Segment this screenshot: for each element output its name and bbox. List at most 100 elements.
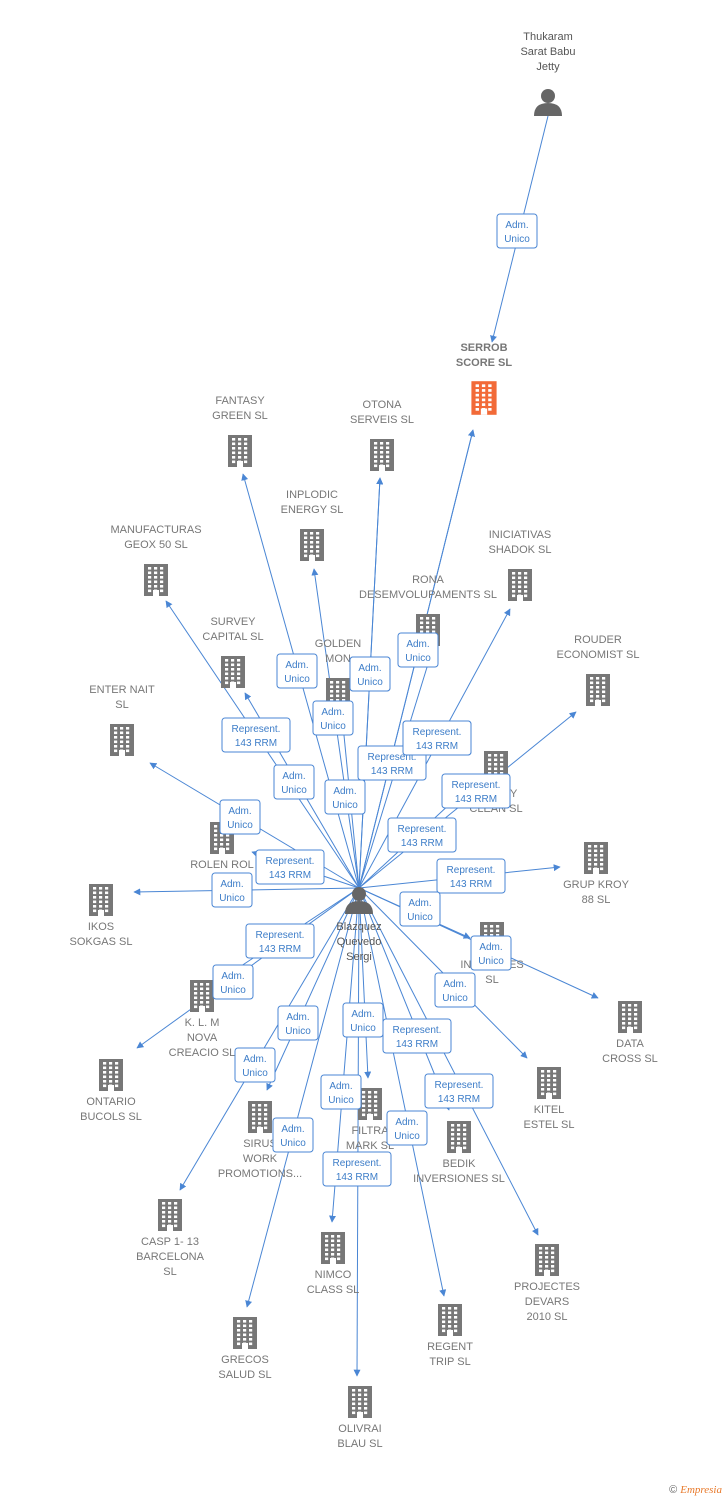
edge-label-fantasy[interactable]: Adm.Unico — [276, 653, 318, 689]
node-label-line: GRUP KROY — [563, 879, 629, 891]
node-label-line: CLASS SL — [307, 1284, 360, 1296]
edge-label-rona[interactable]: Adm. Unico — [397, 632, 439, 668]
edge-label-safety[interactable]: Represent.143 RRM — [387, 817, 457, 853]
edge-label-line: Adm. — [358, 663, 381, 674]
edge-label-enter_nait[interactable]: Adm.Unico — [219, 799, 261, 835]
building-icon — [300, 529, 324, 561]
edge-label-iniciativas_shadok[interactable]: Represent.143 RRM — [441, 773, 511, 809]
edge-label-line: Adm. — [286, 1012, 309, 1023]
brand-logo[interactable]: Empresia — [680, 1484, 722, 1496]
edge-label-projectes[interactable]: Represent.143 RRM — [424, 1073, 494, 1109]
node-label-line: SOKGAS SL — [70, 936, 133, 948]
edge-label-ontario[interactable]: Adm.Unico — [212, 964, 254, 1000]
node-label-line: TRIP SL — [429, 1356, 470, 1368]
edge-label-line: Adm. — [281, 1124, 304, 1135]
edge-label-ikos[interactable]: Adm.Unico — [211, 872, 253, 908]
node-ikos[interactable]: IKOS SOKGAS SL — [70, 884, 133, 948]
edge-blazquez-casp — [179, 887, 360, 1191]
edge-label-regent[interactable]: Adm.Unico — [386, 1110, 428, 1146]
edge-label-line: Unico — [320, 721, 346, 732]
node-label-line: IKOS — [88, 921, 114, 933]
node-label-line: BUCOLS SL — [80, 1111, 142, 1123]
edge-label-filtra[interactable]: Adm.Unico — [342, 1002, 384, 1038]
node-label-line: REGENT — [427, 1341, 473, 1353]
edge-blazquez-regent — [358, 887, 447, 1297]
node-label-line: GREEN SL — [212, 410, 268, 422]
edge-label-line: Unico — [407, 912, 433, 923]
person-icon — [534, 89, 562, 116]
edge-label-line: 143 RRM — [235, 738, 277, 749]
node-regent[interactable]: REGENT TRIP SL — [427, 1304, 473, 1368]
node-label-line: 2010 SL — [527, 1311, 568, 1323]
edge-label-golden[interactable]: Adm.Unico — [324, 779, 366, 815]
node-label-line: FILTRA — [351, 1125, 389, 1137]
building-icon — [535, 1244, 559, 1276]
node-sirus[interactable]: SIRUSWORKPROMOTIONS... — [218, 1101, 302, 1180]
edge-label-line: Represent. — [452, 780, 501, 791]
edge-label-nimco[interactable]: Adm.Unico — [320, 1074, 362, 1110]
edge-label-rolen[interactable]: Represent.143 RRM — [255, 849, 325, 885]
edge-label-line: 143 RRM — [259, 944, 301, 955]
edge-label-serrob[interactable]: Adm.Unico — [496, 213, 538, 249]
edge-label-line: Unico — [227, 820, 253, 831]
edge-label-line: Represent. — [333, 1158, 382, 1169]
edge-label-iniciatives[interactable]: Adm.Unico — [470, 935, 512, 971]
edge-label-kitel[interactable]: Adm.Unico — [434, 972, 476, 1008]
edge-label-inplodic[interactable]: Adm. Unico — [312, 700, 354, 736]
edge-label-line: Adm. — [321, 707, 344, 718]
edge-label-serrob[interactable]: Represent.143 RRM — [402, 720, 472, 756]
edge-label-bedik[interactable]: Represent.143 RRM — [382, 1018, 452, 1054]
edge-label-survey[interactable]: Adm.Unico — [273, 764, 315, 800]
edge-label-otona[interactable]: Adm.Unico — [349, 656, 391, 692]
edge-label-sirus[interactable]: Adm.Unico — [277, 1005, 319, 1041]
edge-label-line: 143 RRM — [269, 870, 311, 881]
node-label-line: ENTER NAIT — [89, 684, 155, 696]
building-icon — [471, 381, 497, 415]
edge-label-line: Adm. — [406, 639, 429, 650]
edge-label-grup_kroy[interactable]: Represent.143 RRM — [436, 858, 506, 894]
node-fantasy[interactable]: FANTASY GREEN SL — [212, 395, 268, 467]
node-label-line: PROJECTES — [514, 1281, 580, 1293]
edge-label-olivrai[interactable]: Represent.143 RRM — [322, 1151, 392, 1187]
node-label-line: WORK — [243, 1153, 278, 1165]
edge-label-line: Unico — [220, 985, 246, 996]
node-label-line: INVERSIONES SL — [413, 1173, 505, 1185]
edge-label-data_cross[interactable]: Adm.Unico — [399, 891, 441, 927]
edge-label-grecos[interactable]: Adm.Unico — [272, 1117, 314, 1153]
node-label-line: NOVA — [187, 1032, 218, 1044]
node-label-line: FANTASY — [215, 395, 265, 407]
building-icon — [348, 1386, 372, 1418]
edge-label-klm[interactable]: Represent.143 RRM — [245, 923, 315, 959]
node-label-line: K. L. M — [185, 1017, 220, 1029]
node-label-line: SHADOK SL — [489, 544, 552, 556]
node-label-line: ECONOMIST SL — [557, 649, 640, 661]
edge-label-casp[interactable]: Adm.Unico — [234, 1047, 276, 1083]
edge-label-line: 143 RRM — [416, 741, 458, 752]
edge-label-line: Unico — [405, 653, 431, 664]
node-label-line: GRECOS — [221, 1354, 269, 1366]
edge-label-manufacturas[interactable]: Represent.143 RRM — [221, 717, 291, 753]
node-label-line: PROMOTIONS... — [218, 1168, 302, 1180]
